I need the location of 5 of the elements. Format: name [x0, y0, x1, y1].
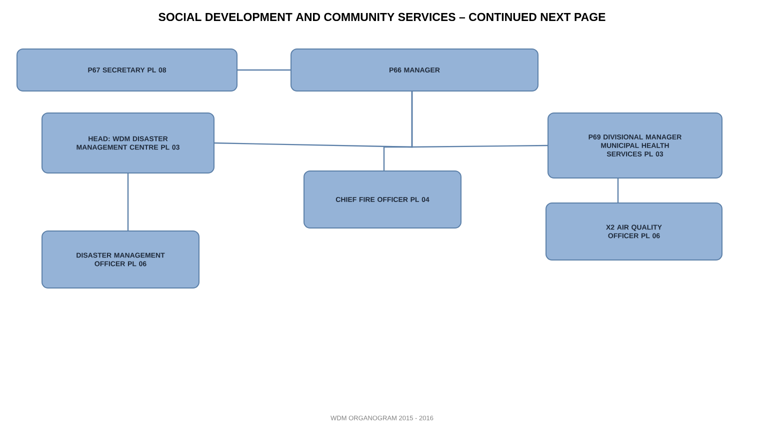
connector-line — [617, 178, 619, 203]
connector-line — [238, 69, 290, 71]
title: SOCIAL DEVELOPMENT AND COMMUNITY SERVICES – CONTINUED NEXT PAGE — [158, 12, 606, 22]
connector-line — [383, 91, 413, 171]
connector-line — [127, 173, 129, 231]
